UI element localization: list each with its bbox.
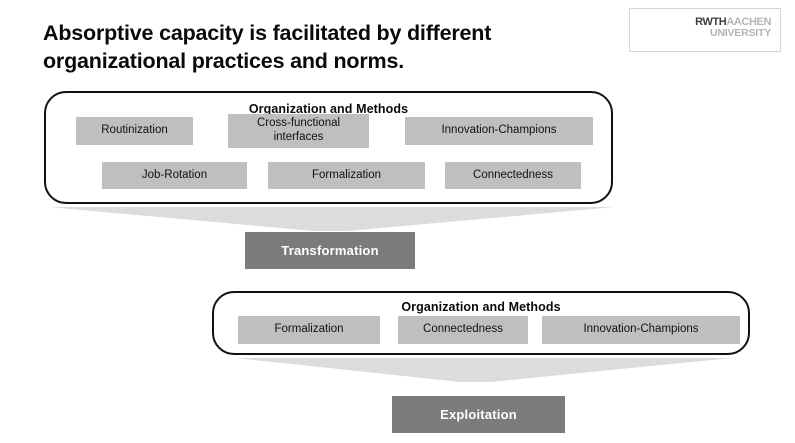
logo-aachen-text: AACHEN <box>726 16 771 28</box>
practice-chip-connectedness[interactable]: Connectedness <box>445 162 581 189</box>
practice-chip-cross-functional-interfaces[interactable]: Cross-functional interfaces <box>228 114 369 148</box>
practice-chip-job-rotation[interactable]: Job-Rotation <box>102 162 247 189</box>
logo-line-primary: RWTHAACHEN <box>695 16 771 28</box>
logo-text-block: RWTHAACHEN UNIVERSITY <box>695 16 771 40</box>
group-header-assimilation: Organization and Methods <box>248 102 409 116</box>
practice-chip-formalization[interactable]: Formalization <box>268 162 425 189</box>
logo-rwth-text: RWTH <box>695 16 727 28</box>
process-box-transformation[interactable]: Transformation <box>245 232 415 269</box>
rwth-aachen-university-logo: RWTHAACHEN UNIVERSITY <box>629 8 781 52</box>
process-box-exploitation[interactable]: Exploitation <box>392 396 565 433</box>
practice-chip-innovation-champions[interactable]: Innovation-Champions <box>405 117 593 145</box>
practice-chip-innovation-champions-exploitation[interactable]: Innovation-Champions <box>542 316 740 344</box>
flow-arrow-to-exploitation <box>235 358 732 382</box>
flow-arrow-to-transformation <box>48 207 614 231</box>
practice-chip-routinization[interactable]: Routinization <box>76 117 193 145</box>
practice-chip-formalization-exploitation[interactable]: Formalization <box>238 316 380 344</box>
page-title: Absorptive capacity is facilitated by di… <box>43 21 492 73</box>
logo-university-text: UNIVERSITY <box>709 27 771 40</box>
practice-chip-connectedness-exploitation[interactable]: Connectedness <box>398 316 528 344</box>
group-header-exploitation: Organization and Methods <box>401 300 561 314</box>
